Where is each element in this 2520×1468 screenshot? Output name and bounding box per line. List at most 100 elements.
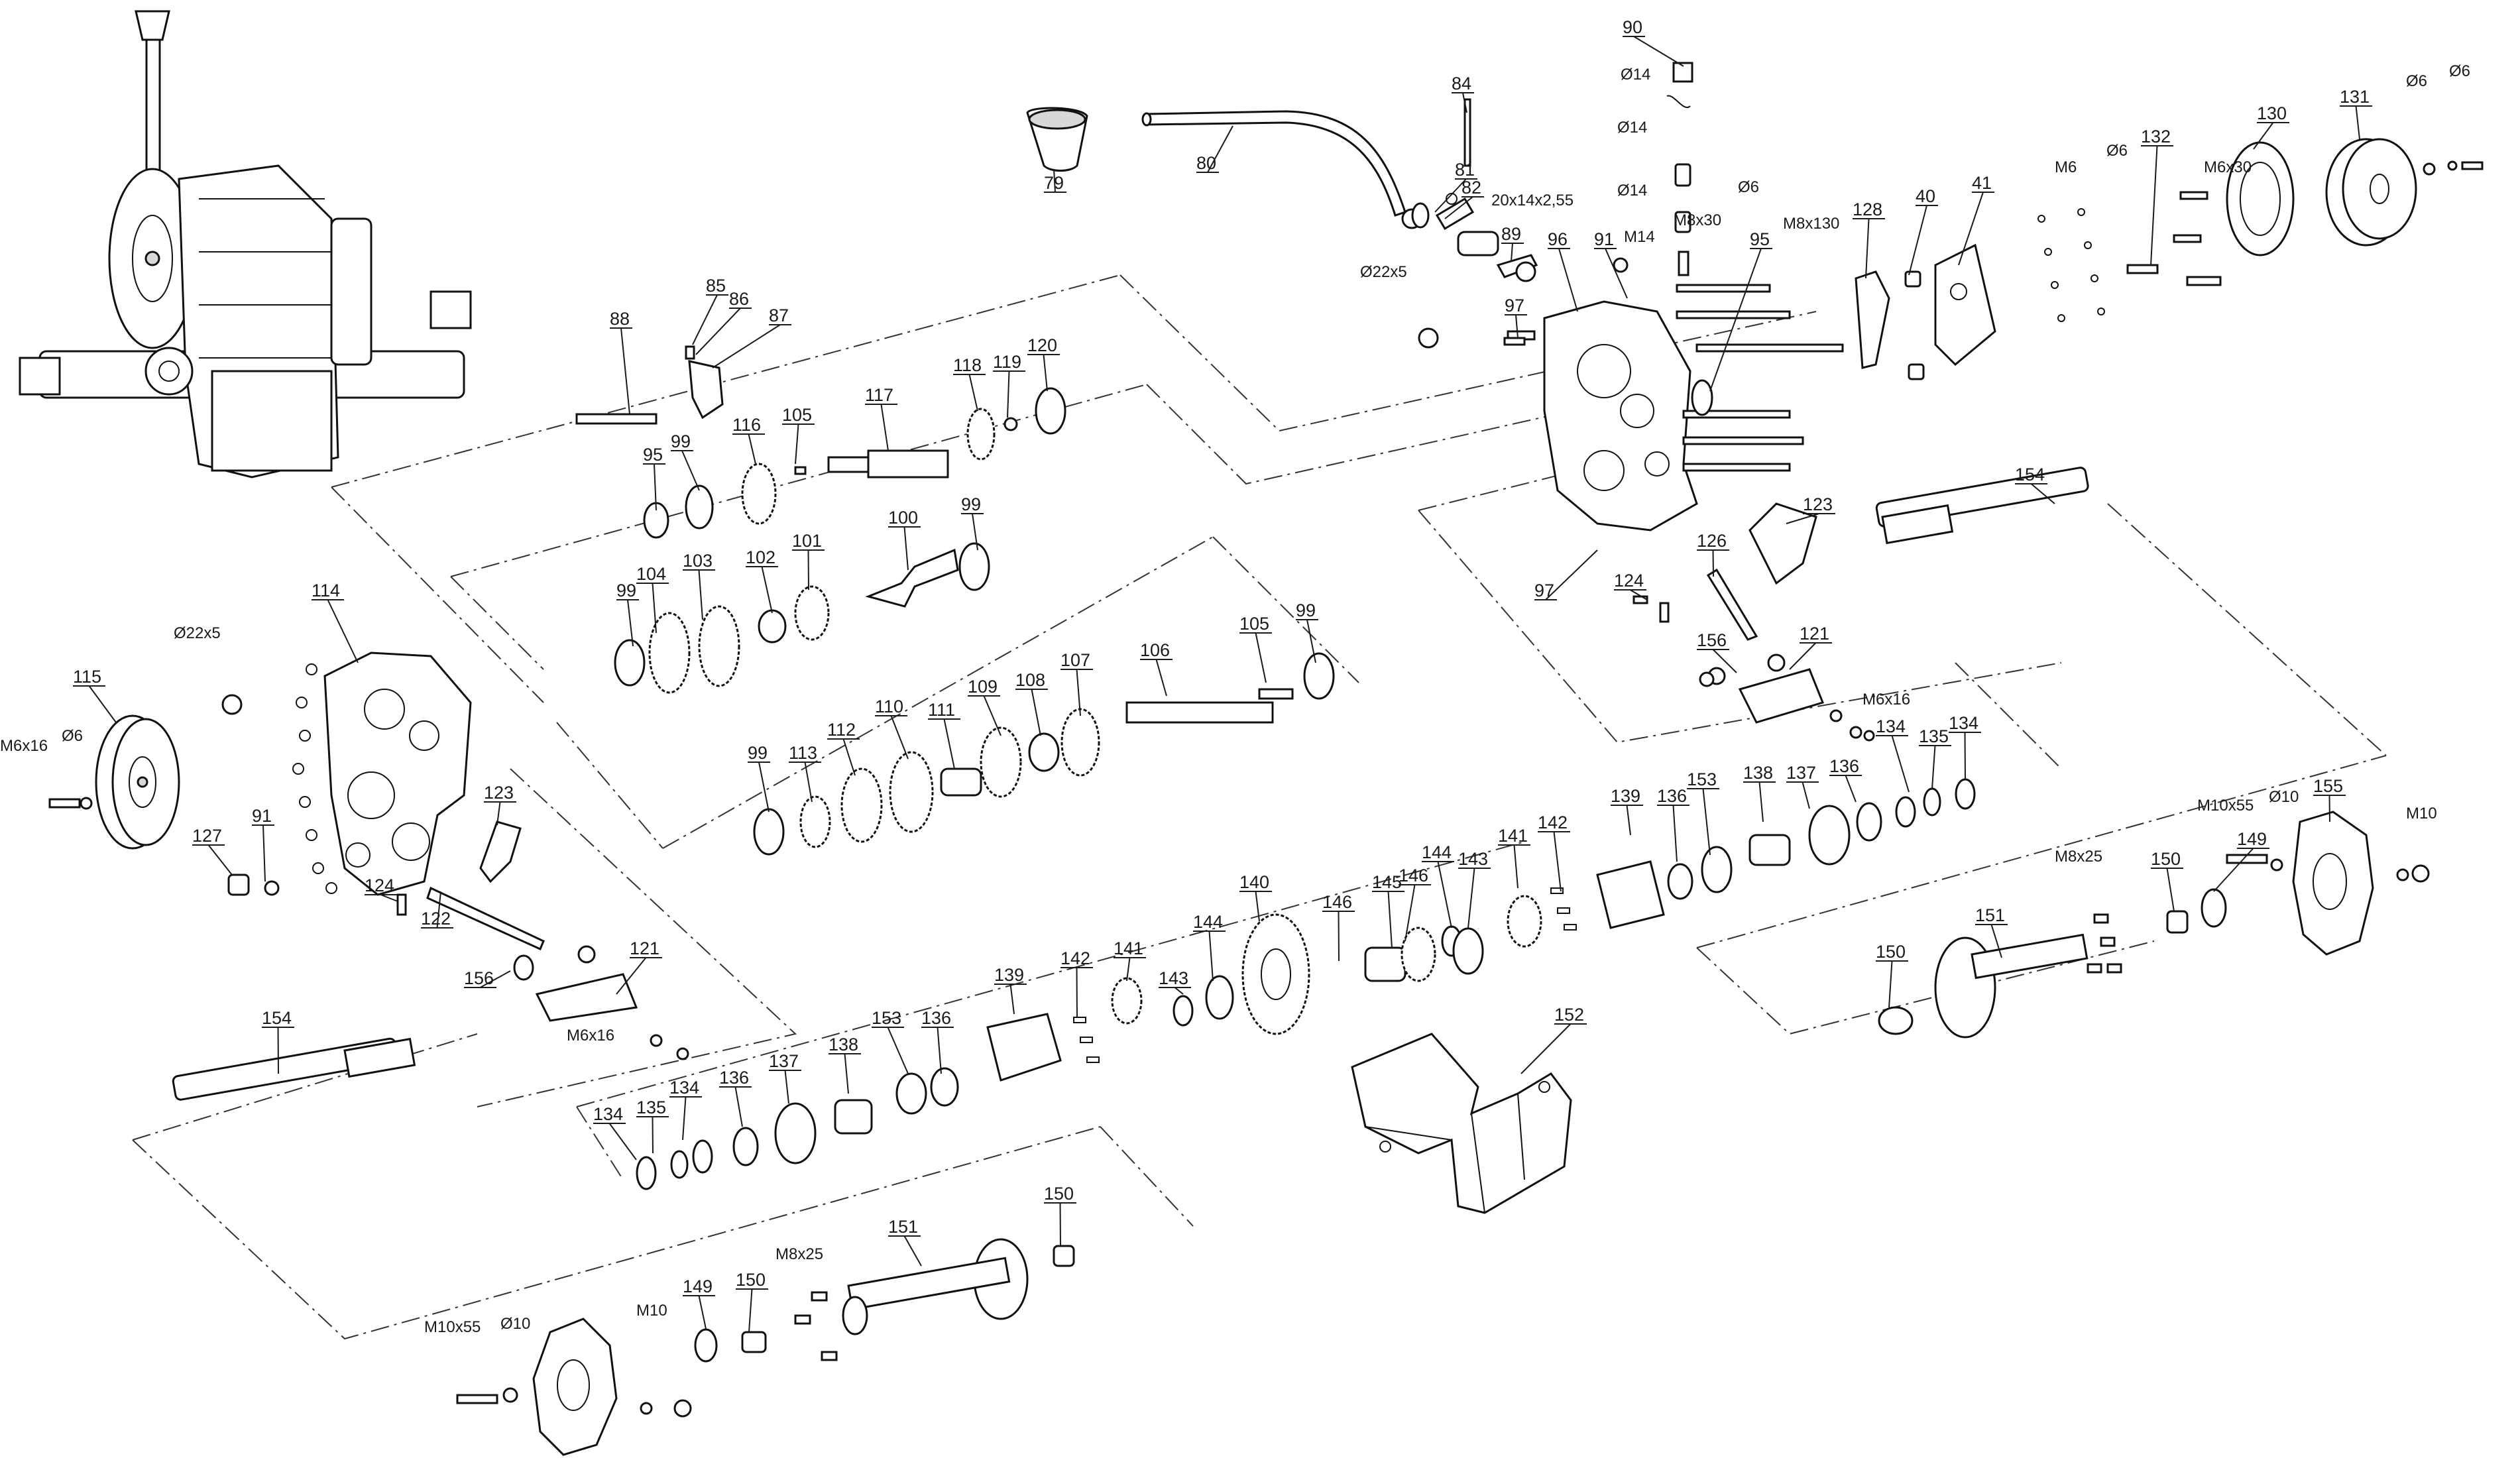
- spec-label: M6x16: [0, 737, 48, 755]
- part-label-109: 109: [968, 677, 1002, 736]
- spec-label: M10x55: [424, 1318, 481, 1336]
- part-number: 127: [192, 826, 222, 846]
- leader-line: [761, 566, 773, 614]
- part-label-134: 134: [1949, 713, 1981, 779]
- part-number: 142: [1538, 813, 1568, 832]
- part-label-150: 150: [736, 1270, 768, 1333]
- leader-line: [681, 450, 700, 491]
- part-number: 152: [1554, 1005, 1584, 1025]
- part-number: 119: [993, 352, 1021, 372]
- part-label-84: 84: [1452, 74, 1474, 113]
- spec-label: M6x16: [567, 1027, 614, 1045]
- part-label-111: 111: [928, 700, 960, 769]
- spec-label: Ø6: [2406, 72, 2427, 90]
- bottom-cover: [1351, 1033, 1572, 1214]
- part-label-117: 117: [865, 385, 897, 451]
- part-number: 144: [1422, 842, 1452, 862]
- spec-label: Ø14: [1621, 66, 1650, 84]
- part-label-79: 79: [1044, 168, 1066, 193]
- leader-line: [608, 1123, 637, 1160]
- part-number: 120: [1027, 335, 1057, 355]
- part-number: 104: [636, 564, 666, 584]
- part-label-123: 123: [1786, 494, 1835, 524]
- leader-line: [262, 824, 266, 882]
- leader-line: [1174, 987, 1184, 995]
- leader-line: [972, 513, 978, 551]
- part-label-121: 121: [1789, 624, 1832, 670]
- leader-line: [1444, 196, 1473, 219]
- part-label-115: 115: [73, 667, 117, 723]
- part-number: 154: [262, 1008, 292, 1028]
- misc-fasteners: [1503, 337, 1875, 742]
- part-number: 137: [769, 1051, 799, 1071]
- part-label-102: 102: [746, 547, 778, 614]
- part-number: 154: [2015, 465, 2045, 484]
- part-number: 136: [1829, 756, 1859, 776]
- assembled-transmission: [19, 10, 472, 479]
- leader-line: [1255, 632, 1267, 683]
- part-label-153: 153: [872, 1008, 909, 1074]
- leader-line: [1076, 669, 1081, 716]
- leader-line: [1964, 732, 1966, 779]
- leader-line: [1865, 218, 1870, 279]
- leader-line: [88, 685, 117, 723]
- leader-line: [1515, 314, 1518, 339]
- part-label-95: 95: [1709, 229, 1772, 392]
- leader-line: [1626, 805, 1631, 836]
- part-number: 142: [1060, 948, 1090, 968]
- part-number: 88: [610, 309, 630, 329]
- part-label-91: 91: [1594, 229, 1628, 299]
- spec-label: M8x25: [775, 1245, 823, 1263]
- spec-label: Ø6: [2449, 62, 2470, 80]
- part-label-149: 149: [683, 1276, 715, 1329]
- axle-row-middle: [636, 778, 1976, 1190]
- spec-label: Ø6: [1738, 178, 1759, 196]
- leader-line: [480, 970, 511, 988]
- part-number: 113: [789, 743, 817, 763]
- part-number: 105: [782, 405, 812, 425]
- leader-line: [1387, 891, 1393, 948]
- leader-line: [890, 715, 909, 760]
- part-number: 137: [1786, 763, 1816, 783]
- leader-line: [1208, 931, 1214, 982]
- leader-line: [277, 1027, 279, 1074]
- part-label-91: 91: [252, 806, 274, 882]
- part-number: 116: [732, 415, 761, 435]
- spec-label: M8x25: [2055, 848, 2102, 866]
- spec-label: M8x130: [1783, 215, 1839, 233]
- part-label-105: 105: [782, 405, 815, 465]
- part-label-89: 89: [1501, 224, 1524, 262]
- leader-line: [698, 569, 703, 620]
- part-number: 143: [1458, 849, 1488, 869]
- part-label-132: 132: [2141, 127, 2173, 266]
- part-number: 91: [1594, 229, 1614, 249]
- part-number: 99: [748, 743, 768, 763]
- part-label-108: 108: [1015, 670, 1048, 736]
- part-label-155: 155: [2313, 776, 2346, 822]
- part-label-95: 95: [643, 445, 665, 511]
- part-label-122: 122: [421, 891, 453, 929]
- part-label-142: 142: [1538, 813, 1570, 892]
- leader-line: [804, 762, 813, 803]
- spec-label: M6: [2055, 158, 2077, 176]
- part-number: 123: [484, 783, 514, 803]
- part-number: 139: [994, 965, 1024, 985]
- part-label-120: 120: [1027, 335, 1060, 392]
- shift-forks: [396, 502, 1862, 1060]
- leader-line: [698, 1295, 707, 1329]
- leader-line: [695, 308, 741, 355]
- part-number: 156: [1697, 630, 1727, 650]
- leader-line: [758, 762, 770, 813]
- leader-line: [1931, 745, 1936, 789]
- part-number: 136: [719, 1068, 749, 1088]
- part-number: 153: [1687, 769, 1717, 789]
- part-label-103: 103: [683, 551, 715, 620]
- part-number: 121: [630, 938, 659, 958]
- leader-line: [1629, 589, 1648, 600]
- part-number: 110: [875, 697, 903, 716]
- top-small-parts: [1411, 62, 1693, 349]
- part-label-150: 150: [1044, 1184, 1076, 1247]
- part-label-130: 130: [2253, 103, 2289, 150]
